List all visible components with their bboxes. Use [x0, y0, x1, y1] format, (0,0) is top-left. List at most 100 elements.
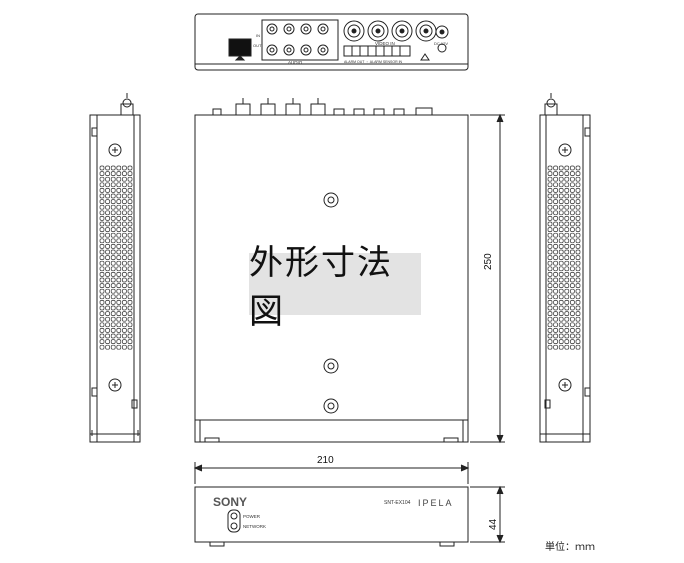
- vent-hole: [110, 339, 116, 344]
- vent-hole: [558, 176, 564, 182]
- vent-hole: [558, 204, 564, 210]
- vent-hole: [127, 266, 133, 272]
- vent-hole: [105, 333, 110, 339]
- vent-hole: [570, 272, 575, 277]
- vent-hole: [575, 199, 581, 204]
- vent-hole: [105, 288, 110, 294]
- vent-hole: [99, 344, 105, 350]
- vent-hole: [547, 232, 553, 238]
- vent-hole: [570, 288, 575, 294]
- vent-hole: [116, 305, 122, 311]
- vent-hole: [105, 316, 110, 322]
- vent-hole: [116, 210, 122, 216]
- vent-hole: [570, 328, 575, 333]
- vent-hole: [99, 283, 105, 288]
- vent-hole: [564, 300, 570, 305]
- vent-hole: [99, 216, 105, 221]
- vent-hole: [547, 238, 553, 244]
- vent-hole: [127, 182, 133, 188]
- vent-hole: [99, 204, 105, 210]
- vent-hole: [110, 221, 116, 227]
- vent-hole: [122, 322, 127, 328]
- vent-hole: [575, 316, 581, 322]
- vent-hole: [570, 316, 575, 322]
- vent-hole: [105, 221, 110, 227]
- vent-hole: [110, 199, 116, 204]
- rear-view: [194, 13, 469, 71]
- vent-hole: [116, 272, 122, 277]
- vent-hole: [553, 272, 558, 277]
- top-view: [194, 98, 469, 443]
- vent-hole: [558, 272, 564, 277]
- vent-hole: [558, 277, 564, 283]
- vent-hole: [99, 294, 105, 300]
- vent-hole: [570, 266, 575, 272]
- vent-hole: [127, 232, 133, 238]
- vent-hole: [575, 300, 581, 305]
- vent-hole: [553, 232, 558, 238]
- vent-hole: [547, 300, 553, 305]
- vent-hole: [116, 260, 122, 266]
- vent-hole: [105, 339, 110, 344]
- vent-hole: [122, 199, 127, 204]
- vent-hole: [547, 227, 553, 232]
- vent-hole: [558, 283, 564, 288]
- diagram-title: 外形寸法図: [249, 243, 393, 332]
- vent-hole: [122, 210, 127, 216]
- vent-hole: [99, 300, 105, 305]
- vent-hole: [127, 344, 133, 350]
- vent-hole: [547, 266, 553, 272]
- vent-hole: [110, 328, 116, 333]
- vent-hole: [116, 199, 122, 204]
- vent-hole: [116, 316, 122, 322]
- vent-hole: [122, 288, 127, 294]
- vent-hole: [122, 244, 127, 249]
- vent-hole: [575, 227, 581, 232]
- vent-hole: [553, 300, 558, 305]
- vent-hole: [122, 176, 127, 182]
- vent-hole: [558, 171, 564, 176]
- vent-hole: [110, 227, 116, 232]
- vent-hole: [127, 221, 133, 227]
- audio-label: AUDIO: [288, 60, 303, 65]
- dc-label: DC 12V: [434, 41, 448, 46]
- vent-hole: [116, 322, 122, 328]
- vent-hole: [553, 249, 558, 255]
- vent-hole: [564, 216, 570, 221]
- model-label: SNT-EX104: [384, 500, 411, 506]
- video-in-bnc: [343, 20, 437, 42]
- vent-hole: [575, 260, 581, 266]
- vent-hole: [127, 238, 133, 244]
- vent-hole: [575, 249, 581, 255]
- height-value: 44: [488, 518, 499, 530]
- left-side-view: [89, 93, 141, 443]
- vent-hole: [116, 221, 122, 227]
- vent-hole: [553, 328, 558, 333]
- vent-hole: [558, 305, 564, 311]
- vent-hole: [99, 182, 105, 188]
- vent-hole: [547, 272, 553, 277]
- height-dimension: [470, 485, 505, 544]
- vent-hole: [564, 238, 570, 244]
- vent-hole: [558, 328, 564, 333]
- vent-hole: [558, 227, 564, 232]
- vent-hole: [122, 283, 127, 288]
- vent-hole: [122, 182, 127, 188]
- vent-hole: [116, 266, 122, 272]
- vent-hole: [570, 182, 575, 188]
- vent-hole: [553, 344, 558, 350]
- vent-hole: [127, 316, 133, 322]
- vent-hole: [110, 300, 116, 305]
- vent-hole: [122, 266, 127, 272]
- vent-hole: [122, 204, 127, 210]
- vent-hole: [105, 171, 110, 176]
- vent-hole: [116, 193, 122, 199]
- vent-hole: [99, 165, 105, 171]
- vent-hole: [127, 193, 133, 199]
- out-label: OUT: [253, 43, 262, 48]
- dc-jack: [435, 25, 449, 39]
- vent-hole: [110, 171, 116, 176]
- vent-hole: [122, 277, 127, 283]
- network-led: [230, 522, 238, 530]
- vent-hole: [558, 210, 564, 216]
